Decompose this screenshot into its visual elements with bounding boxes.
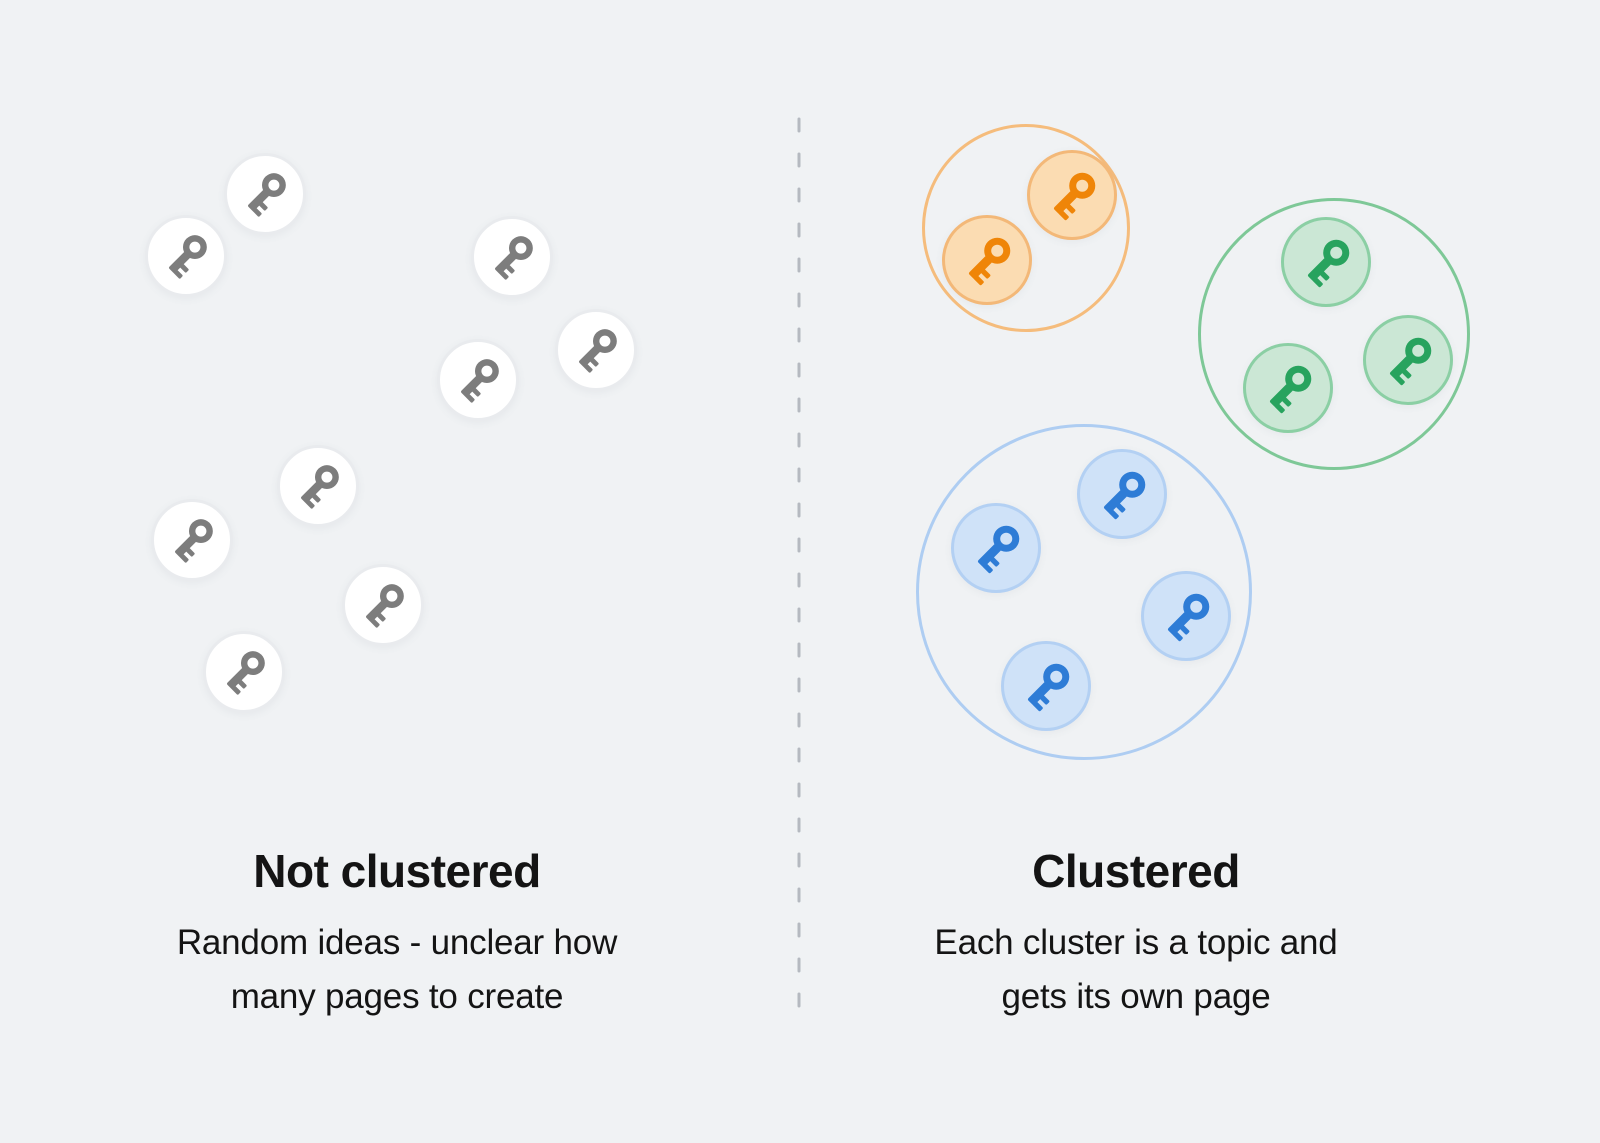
left-subtitle-line2: many pages to create	[230, 977, 564, 1016]
key-icon	[1167, 593, 1209, 641]
cluster-ring-green	[1198, 198, 1470, 470]
unclustered-key-chip	[277, 445, 359, 527]
key-icon	[169, 235, 207, 279]
right-subtitle-line2: gets its own page	[1001, 977, 1271, 1016]
key-icon	[1307, 239, 1349, 287]
key-icon	[495, 236, 533, 280]
unclustered-key-chip	[224, 153, 306, 235]
key-icon	[461, 359, 499, 403]
cluster-key-chip-orange	[1027, 150, 1117, 240]
key-icon	[1053, 172, 1095, 220]
cluster-key-chip-blue	[1077, 449, 1167, 539]
left-subtitle: Random ideas - unclear how many pages to…	[97, 916, 697, 1024]
cluster-key-chip-orange	[942, 215, 1032, 305]
unclustered-key-chip	[151, 499, 233, 581]
key-icon	[1103, 471, 1145, 519]
key-icon	[579, 329, 617, 373]
right-caption: Clustered Each cluster is a topic and ge…	[836, 840, 1436, 1024]
cluster-key-chip-blue	[1141, 571, 1231, 661]
key-icon	[366, 584, 404, 628]
left-title: Not clustered	[253, 845, 541, 897]
cluster-ring-orange	[922, 124, 1130, 332]
unclustered-key-chip	[203, 631, 285, 713]
cluster-key-chip-green	[1243, 343, 1333, 433]
key-icon	[1389, 337, 1431, 385]
unclustered-key-chip	[471, 216, 553, 298]
right-subtitle-line1: Each cluster is a topic and	[934, 923, 1338, 962]
right-subtitle: Each cluster is a topic and gets its own…	[836, 916, 1436, 1024]
unclustered-key-chip	[342, 564, 424, 646]
key-icon	[248, 173, 286, 217]
unclustered-key-chip	[437, 339, 519, 421]
key-icon	[301, 465, 339, 509]
divider	[797, 117, 801, 1010]
cluster-key-chip-green	[1281, 217, 1371, 307]
cluster-ring-blue	[916, 424, 1252, 760]
key-icon	[1027, 663, 1069, 711]
cluster-key-chip-blue	[951, 503, 1041, 593]
unclustered-key-chip	[555, 309, 637, 391]
cluster-key-chip-green	[1363, 315, 1453, 405]
key-icon	[977, 525, 1019, 573]
left-caption: Not clustered Random ideas - unclear how…	[97, 840, 697, 1024]
right-title: Clustered	[1032, 845, 1240, 897]
key-icon	[227, 651, 265, 695]
key-icon	[968, 237, 1010, 285]
unclustered-key-chip	[145, 215, 227, 297]
cluster-key-chip-blue	[1001, 641, 1091, 731]
left-subtitle-line1: Random ideas - unclear how	[176, 923, 618, 962]
key-icon	[1269, 365, 1311, 413]
key-icon	[175, 519, 213, 563]
